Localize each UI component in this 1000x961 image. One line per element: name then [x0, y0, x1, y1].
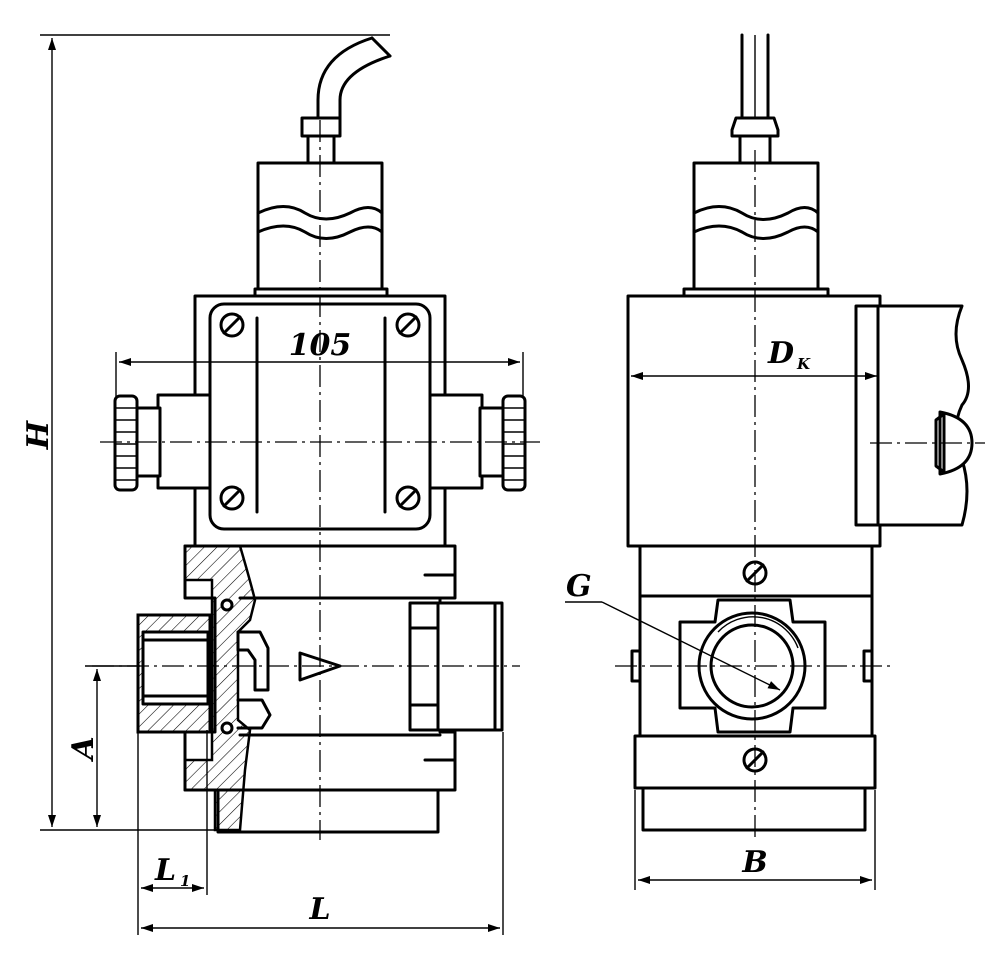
label-length: L: [308, 892, 330, 927]
dimension-thread-length: L 1: [137, 730, 208, 935]
front-cable-gland: [300, 116, 342, 166]
front-section-hatching: [183, 544, 257, 832]
side-view: [615, 33, 985, 840]
dimension-length: L: [141, 732, 504, 935]
front-screw-top-left: [219, 312, 245, 338]
front-connector-housing: [253, 161, 389, 298]
front-right-cable-entry: [428, 393, 527, 492]
label-height: H: [21, 419, 56, 450]
front-cable: [316, 36, 392, 127]
label-inlet-height: A: [66, 736, 101, 762]
side-coil-housing: [626, 294, 882, 548]
label-coil-diameter-sub: K: [796, 355, 811, 373]
dimension-width: B: [634, 790, 876, 890]
side-junction-box: [854, 304, 974, 527]
side-port-boss: [678, 598, 827, 734]
side-connector-housing: [682, 161, 830, 298]
front-view: [92, 36, 540, 840]
dimension-105: 105: [115, 328, 524, 398]
front-inlet-port: [136, 613, 212, 734]
dimension-height: H: [21, 34, 390, 831]
dimensions: H A 105 L 1 L: [21, 34, 877, 935]
label-thread-length: L: [154, 853, 176, 888]
label-105: 105: [289, 328, 352, 363]
dimension-thread: G: [565, 569, 781, 691]
front-left-cable-entry: [113, 393, 212, 492]
front-screw-top-right: [395, 312, 421, 338]
front-screw-bottom-left: [219, 485, 245, 511]
label-coil-diameter: D: [767, 336, 794, 371]
front-inner-seat: [220, 598, 272, 735]
label-thread: G: [566, 569, 592, 604]
front-screw-bottom-right: [395, 485, 421, 511]
label-thread-length-sub: 1: [180, 872, 190, 890]
label-width: B: [741, 845, 767, 880]
dimension-coil-diameter: D K: [631, 336, 877, 380]
side-cable: [740, 33, 770, 120]
dimension-inlet-height: A: [66, 665, 140, 827]
